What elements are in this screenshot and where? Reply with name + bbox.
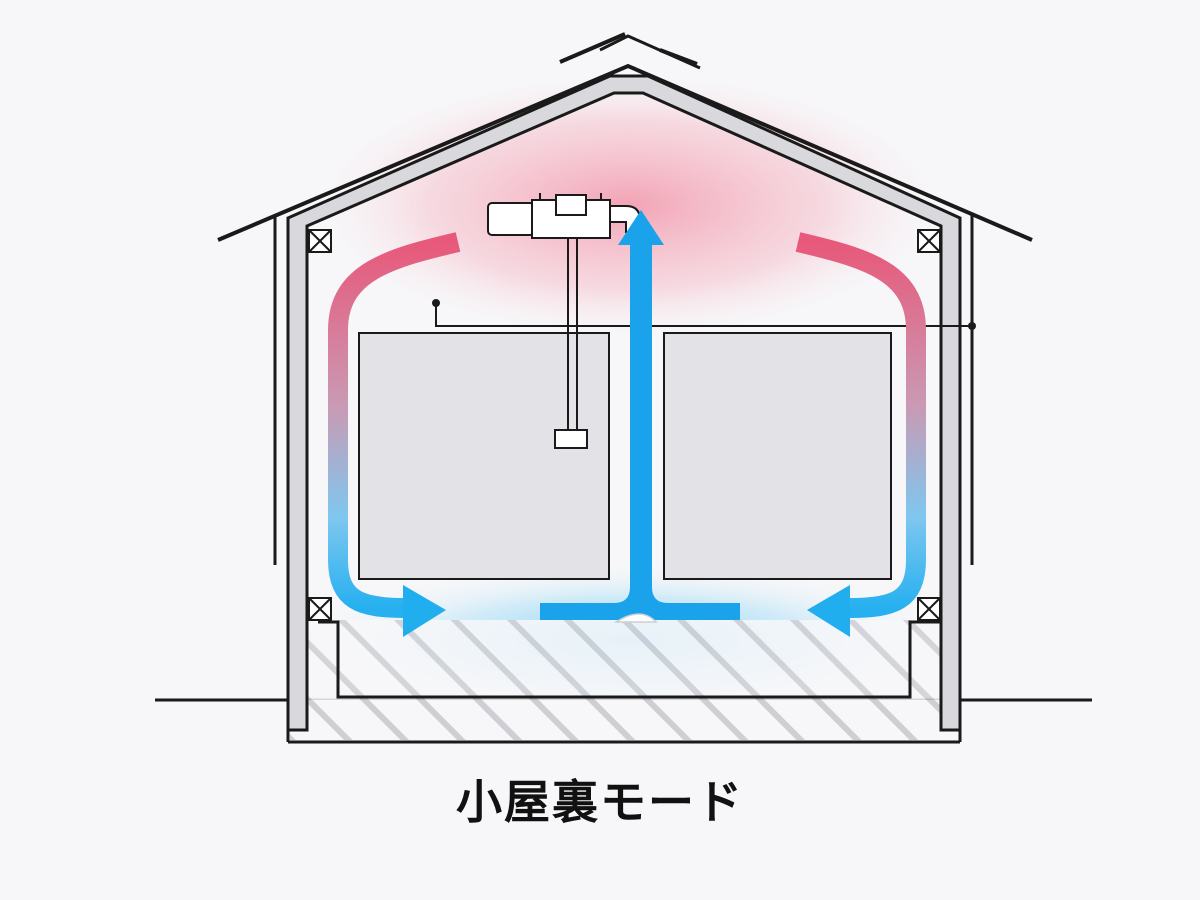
sensor-dot (432, 299, 440, 307)
airflow-right-loop (795, 232, 926, 618)
vent-box-icon (917, 229, 941, 253)
house-wall-envelope (286, 74, 962, 732)
vent-box-icon (308, 597, 332, 621)
airflow-right-arrowhead (807, 585, 850, 637)
central-duct-arrow (540, 210, 740, 620)
ridge-vent-top (599, 34, 701, 70)
vent-box-icon (308, 229, 332, 253)
airflow-left-loop (328, 232, 461, 618)
ventilation-fan-unit-icon (487, 193, 641, 239)
ridge-vent-left (559, 32, 626, 64)
controller-box (554, 429, 588, 449)
sensor-junction-dot (968, 322, 976, 330)
warm-air-glow (298, 65, 958, 345)
floor-outlet-icon (613, 613, 658, 623)
vent-box-icon (917, 597, 941, 621)
room-right (663, 332, 892, 580)
foundation-hatch-inner (305, 620, 945, 700)
diagram-caption: 小屋裏モード (456, 775, 744, 829)
roof-outer-line (217, 63, 1033, 242)
sensor-wire (435, 304, 972, 327)
foundation-hatch (290, 700, 960, 740)
airflow-left-arrowhead (403, 585, 446, 637)
underfloor-pit (318, 620, 942, 699)
room-left (358, 332, 610, 580)
